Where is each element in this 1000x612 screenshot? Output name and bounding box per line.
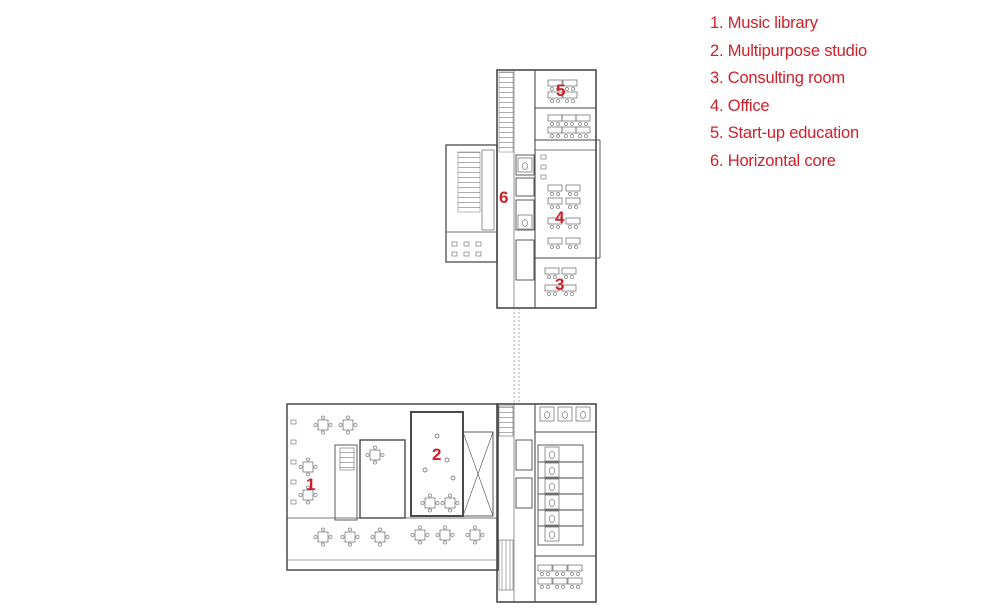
legend-item-office: 4. Office	[710, 96, 770, 115]
room-label-startup-education: 5	[556, 81, 565, 100]
legend-item-consulting-room: 3. Consulting room	[710, 69, 845, 87]
room-legend: 1. Music library 2. Multipurpose studio …	[710, 10, 867, 175]
link-bridge	[513, 308, 520, 404]
room-label-consulting-room: 3	[555, 275, 564, 294]
room-number-labels: 1 2 3 4 5 6	[306, 81, 565, 494]
legend-item-horizontal-core: 6. Horizontal core	[710, 151, 836, 170]
legend-item-music-library: 1. Music library	[710, 14, 818, 32]
room-label-music-library: 1	[306, 475, 315, 494]
room-label-multipurpose-studio: 2	[432, 445, 441, 464]
legend-item-multipurpose-studio: 2. Multipurpose studio	[710, 41, 868, 60]
lower-block-furniture	[290, 406, 591, 589]
room-label-horizontal-core: 6	[499, 188, 508, 207]
upper-block	[445, 69, 601, 309]
room-label-office: 4	[555, 208, 565, 227]
lower-block	[286, 403, 597, 603]
legend-item-startup-education: 5. Start-up education	[710, 124, 859, 142]
